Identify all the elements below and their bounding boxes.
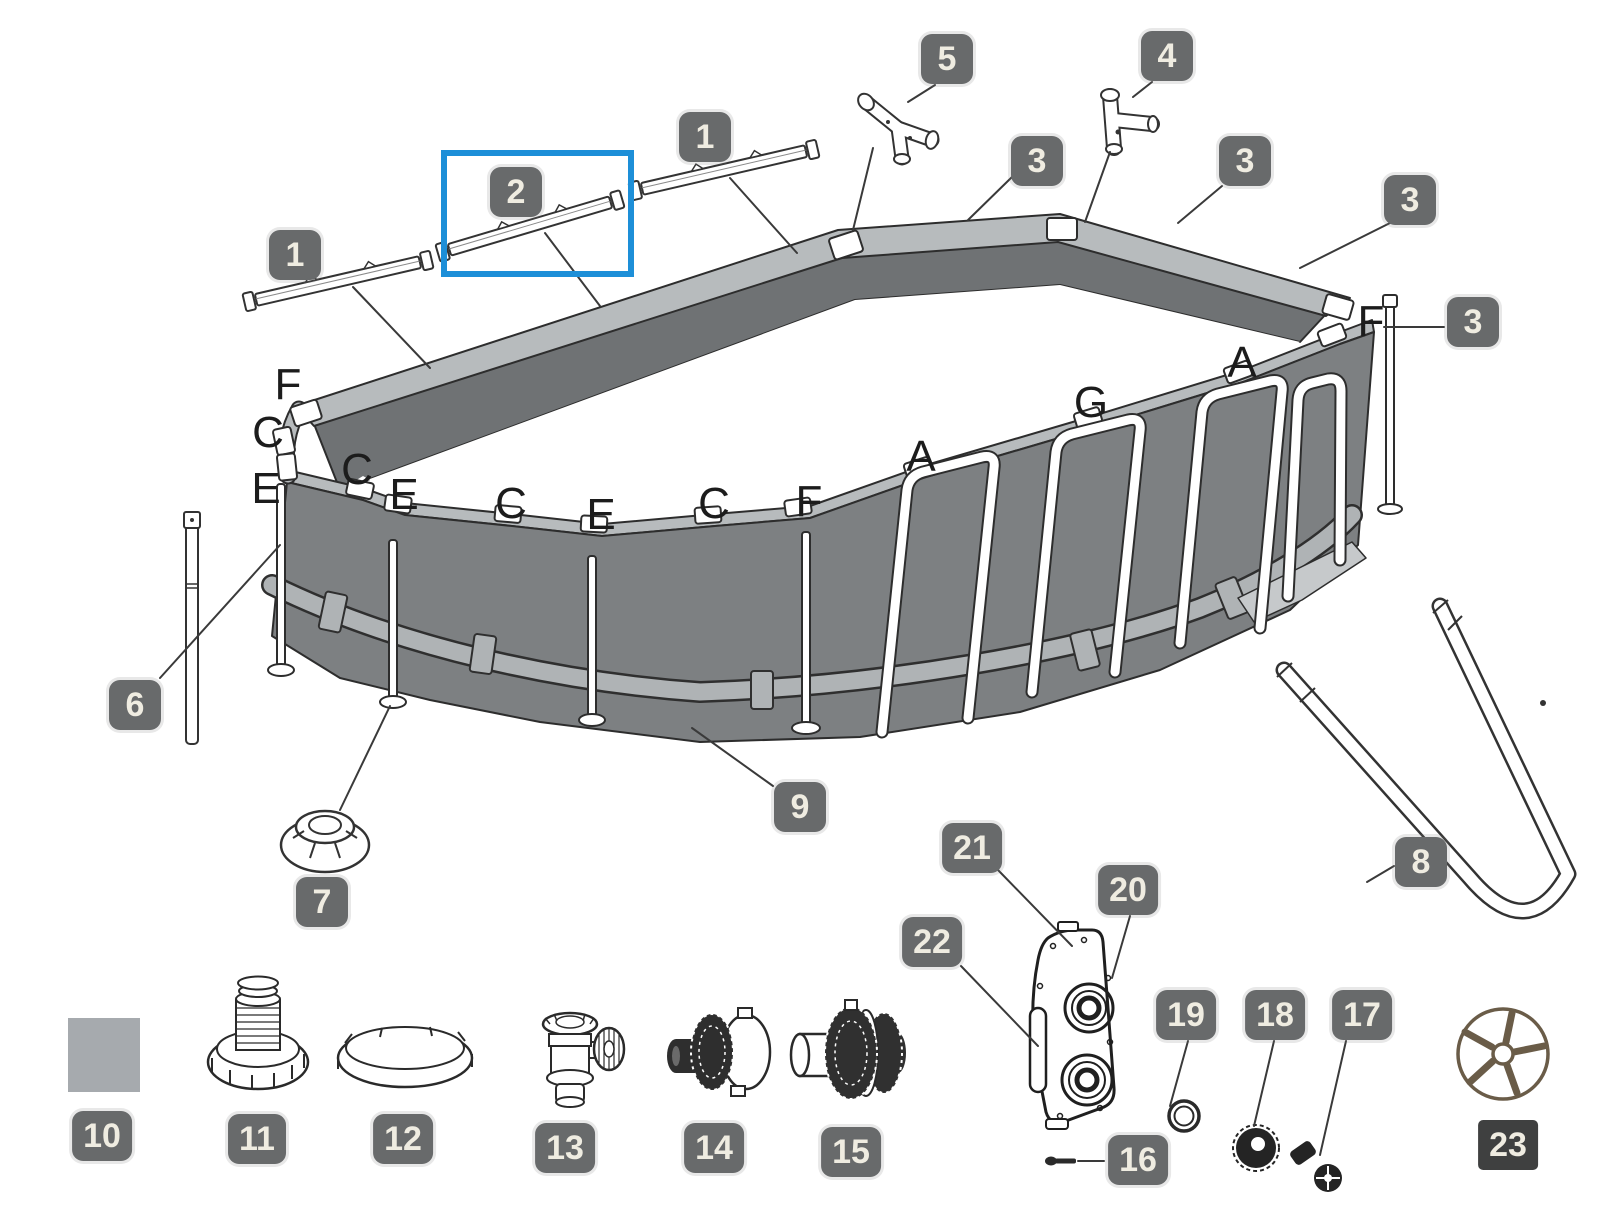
top-rail-part-1-left [241,250,435,312]
pool-legs [267,483,821,735]
pool-wind-braces [875,372,1348,739]
top-rail-part-1-right [627,139,821,201]
pool-back-rim [295,213,1351,427]
float-valve-part-13 [541,1011,626,1108]
leg-pole-part-6 [183,511,201,745]
pin-part-16 [1045,1156,1076,1166]
seal-ring-part-18 [1232,1124,1280,1172]
repair-patch-part-10 [68,1018,140,1092]
rim-joint-collars [289,217,1355,534]
drain-cap-part-12 [336,1026,474,1089]
leader-lines [159,81,1445,1162]
strainer-connector-part-14 [667,1007,772,1097]
tee-connector-part-4 [1100,88,1160,156]
valve-plug-part-17 [1290,1141,1342,1192]
pump-side-latch-part-22 [1028,1006,1048,1094]
drain-adapter-part-11 [206,975,310,1091]
pool-water-surface [340,285,1300,522]
foot-cap-part-7 [279,809,371,874]
u-brace-part-8 [1275,597,1577,920]
pool-right-pole [1377,294,1403,515]
pump-assembly-parts-20-21-22 [1028,921,1116,1130]
selected-part-highlight-box[interactable] [441,150,634,277]
pool-illustration [261,213,1403,743]
inlet-strainer-part-15 [789,999,906,1100]
o-ring-part-19 [1167,1099,1201,1133]
impeller-part-23 [1456,1007,1550,1101]
tee-connector-part-5 [857,92,940,166]
pool-liner-band [261,504,1363,710]
